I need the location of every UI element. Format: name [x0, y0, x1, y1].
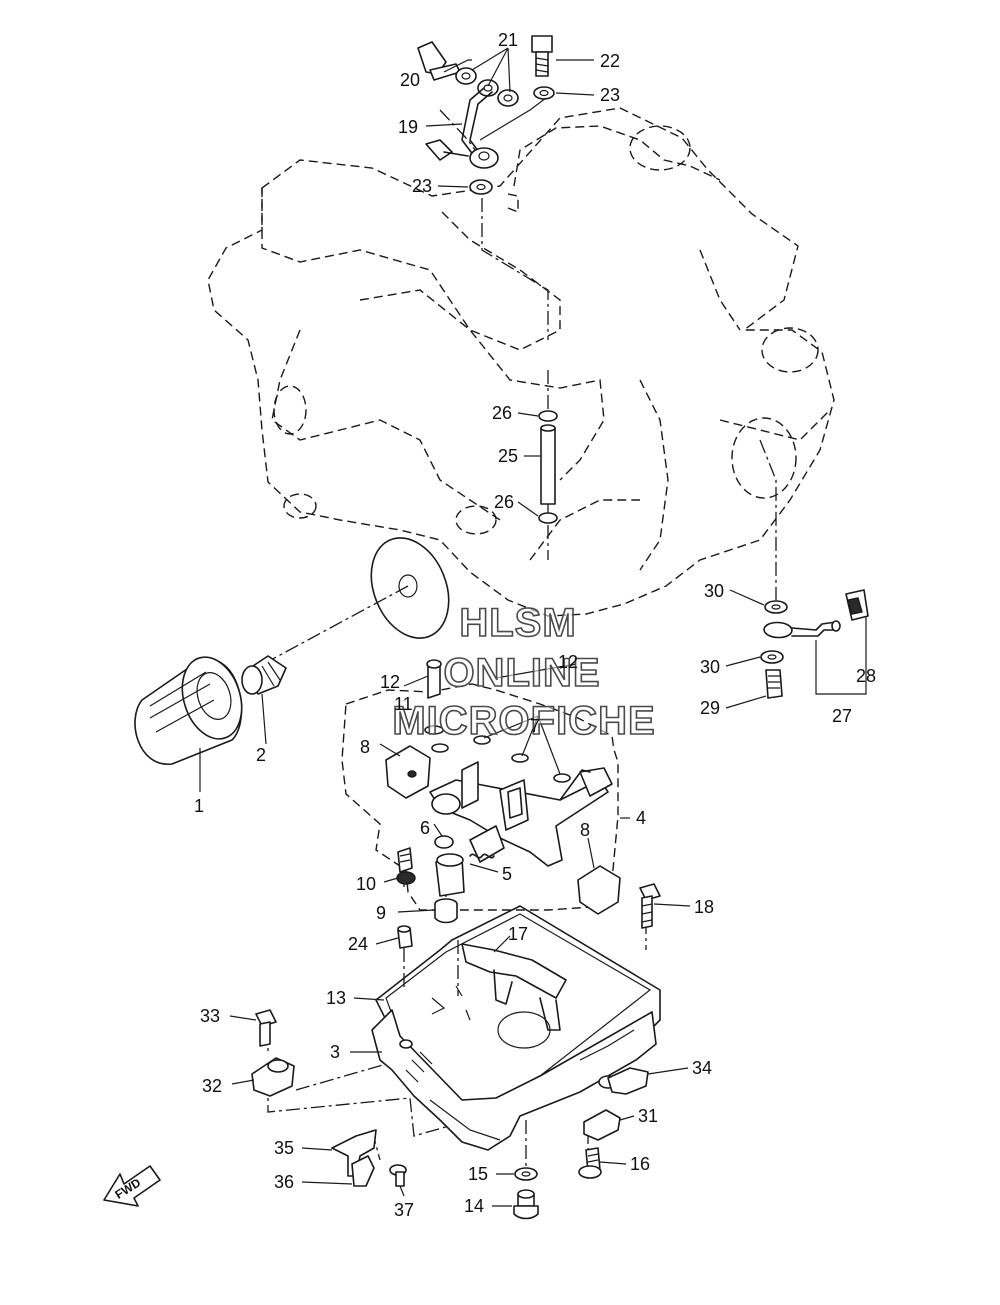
callout-18: 18 — [694, 897, 714, 917]
callout-11: 11 — [394, 694, 413, 714]
callout-20: 20 — [400, 70, 420, 90]
watermark-line-2: ONLINE — [443, 651, 600, 695]
watermark: HLSM ONLINE MICROFICHE — [392, 600, 656, 744]
oil-filter-group — [134, 655, 287, 765]
callout-22: 22 — [600, 51, 620, 71]
oil-level-switch-group — [760, 589, 869, 699]
callout-6: 6 — [420, 818, 430, 838]
callout-26-bottom: 26 — [494, 492, 514, 512]
bracket-34 — [607, 1067, 649, 1095]
callout-labels: 20 21 22 23 19 23 26 25 26 30 30 29 28 2… — [194, 30, 876, 1220]
callout-23-top: 23 — [600, 85, 620, 105]
callout-36: 36 — [274, 1172, 294, 1192]
leader-lines — [199, 47, 867, 1207]
oil-pipe-25-group — [538, 410, 558, 524]
watermark-line-3: MICROFICHE — [392, 699, 655, 743]
callout-24: 24 — [348, 934, 368, 954]
screw-10 — [396, 847, 416, 885]
callout-15: 15 — [468, 1164, 488, 1184]
callout-17: 17 — [508, 924, 528, 944]
callout-29: 29 — [700, 698, 720, 718]
callout-12-left: 12 — [380, 672, 400, 692]
oil-pan-group — [371, 905, 661, 1151]
callout-33: 33 — [200, 1006, 220, 1026]
bolt-33 — [255, 1009, 277, 1047]
callout-34: 34 — [692, 1058, 712, 1078]
callout-23-mid: 23 — [412, 176, 432, 196]
callout-16: 16 — [630, 1154, 650, 1174]
callout-3: 3 — [330, 1042, 340, 1062]
fwd-arrow-icon: FWD — [103, 1165, 161, 1207]
watermark-line-1: HLSM — [459, 601, 576, 645]
callout-26-top: 26 — [492, 403, 512, 423]
plate-31 — [583, 1109, 621, 1141]
clamp-36 — [351, 1155, 375, 1187]
callout-8-left: 8 — [360, 737, 370, 757]
oil-filter-mount — [370, 537, 450, 639]
oil-strainer-assembly — [341, 659, 621, 915]
dowel-24 — [397, 925, 413, 949]
callout-28: 28 — [856, 666, 876, 686]
callout-1: 1 — [194, 796, 204, 816]
bracket-35 — [331, 1129, 377, 1177]
callout-19: 19 — [398, 117, 418, 137]
callout-2: 2 — [256, 745, 266, 765]
callout-21: 21 — [498, 30, 518, 50]
callout-27: 27 — [832, 706, 852, 726]
callout-31: 31 — [638, 1106, 658, 1126]
callout-12-right: 12 — [558, 652, 578, 672]
housing-32 — [251, 1057, 295, 1097]
callout-8-right: 8 — [580, 820, 590, 840]
collar-9 — [434, 898, 458, 924]
callout-30-top: 30 — [704, 581, 724, 601]
callout-13: 13 — [326, 988, 346, 1008]
oil-delivery-pipe-group — [417, 35, 555, 195]
callout-5: 5 — [502, 864, 512, 884]
washer-15 — [514, 1167, 538, 1181]
bolt-16 — [578, 1147, 602, 1179]
callout-10: 10 — [356, 874, 376, 894]
engine-crankcase-outline — [207, 107, 835, 617]
callout-9: 9 — [376, 903, 386, 923]
bolt-18 — [639, 883, 661, 929]
callout-7: 7 — [530, 716, 540, 736]
callout-32: 32 — [202, 1076, 222, 1096]
callout-14: 14 — [464, 1196, 484, 1216]
callout-35: 35 — [274, 1138, 294, 1158]
callout-37: 37 — [394, 1200, 414, 1220]
drain-bolt-14 — [513, 1189, 539, 1220]
callout-30-bottom: 30 — [700, 657, 720, 677]
callout-25: 25 — [498, 446, 518, 466]
bolt-37 — [389, 1164, 407, 1187]
callout-4: 4 — [636, 808, 646, 828]
